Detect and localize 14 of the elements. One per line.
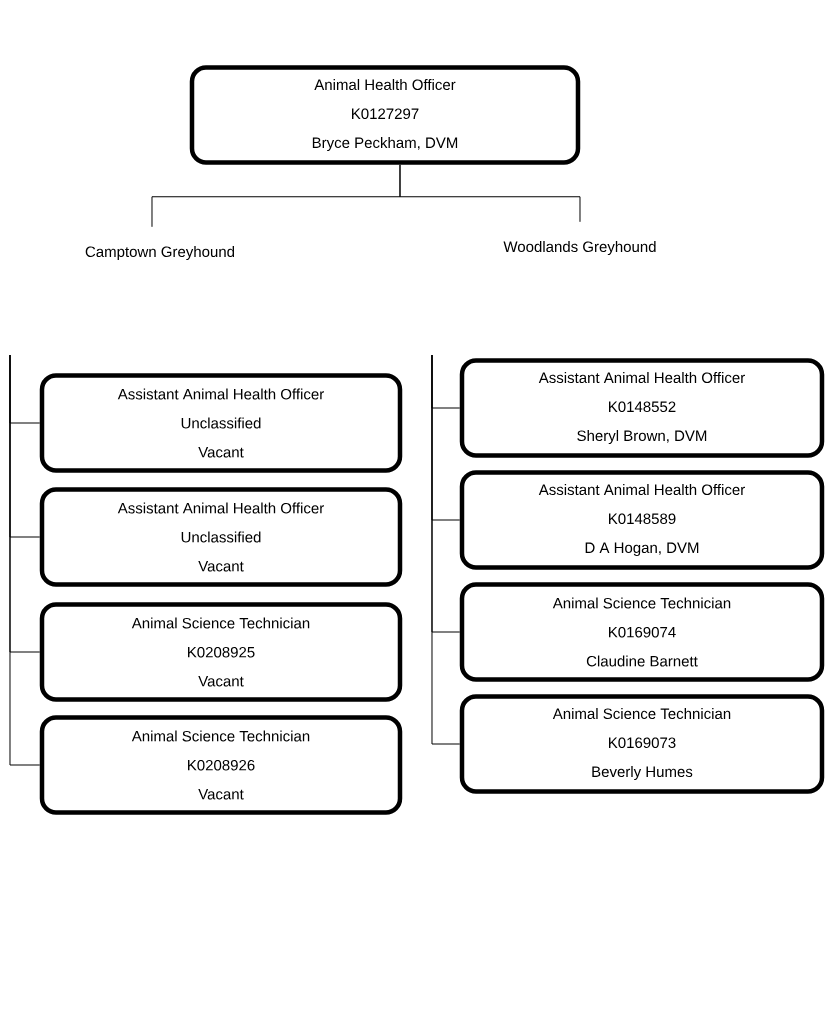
location-label: Camptown Greyhound bbox=[85, 246, 235, 260]
connector-line bbox=[9, 354, 41, 766]
position-box: Assistant Animal Health Officer K0148589 D A Hogan, DVM bbox=[459, 470, 825, 570]
position-box: Animal Science Technician K0169074 Claudine Barnett bbox=[459, 582, 825, 682]
position-box: Assistant Animal Health Officer K0148552 Sheryl Brown, DVM bbox=[459, 358, 825, 458]
position-box: Animal Science Technician K0208925 Vacant bbox=[39, 602, 403, 702]
position-box: Assistant Animal Health Officer Unclassified Vacant bbox=[39, 487, 403, 587]
position-box: Animal Science Technician K0208926 Vacant bbox=[39, 715, 403, 815]
connector-line bbox=[431, 354, 461, 745]
position-box: Assistant Animal Health Officer Unclassified Vacant bbox=[39, 373, 403, 473]
connector-line bbox=[399, 164, 581, 223]
position-box: Animal Science Technician K0169073 Beverly Humes bbox=[459, 694, 825, 794]
position-box: Animal Health Officer K0127297 Bryce Peckham, DVM bbox=[189, 65, 581, 165]
location-label: Woodlands Greyhound bbox=[503, 241, 656, 255]
